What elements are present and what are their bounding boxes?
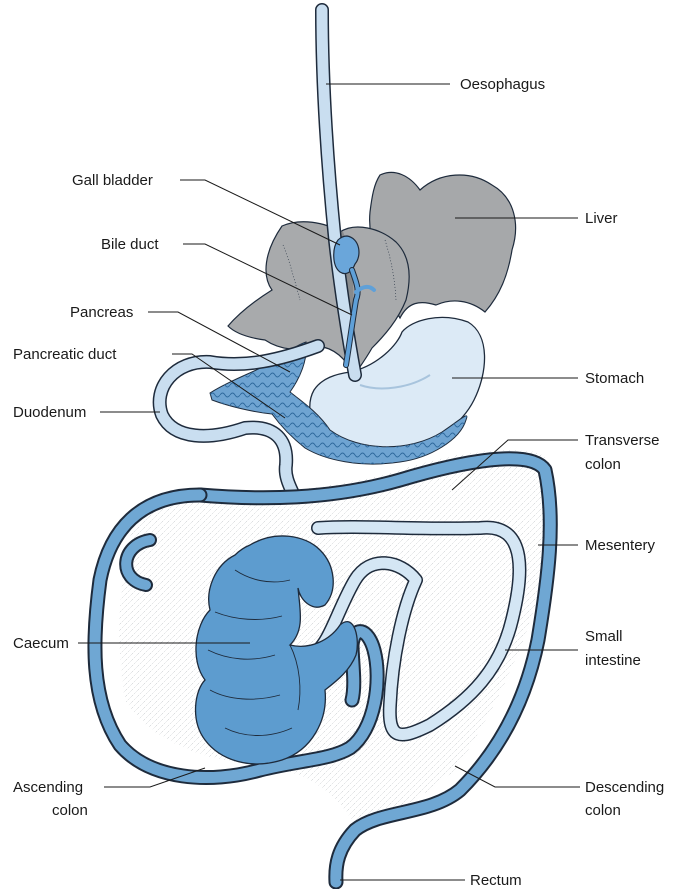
label-liver: Liver: [585, 210, 618, 227]
label-bile-duct: Bile duct: [101, 236, 159, 253]
label-duodenum: Duodenum: [13, 404, 86, 421]
label-oesophagus: Oesophagus: [460, 76, 545, 93]
label-transverse-colon-line2: colon: [585, 456, 621, 473]
label-descending-colon-line2: colon: [585, 802, 621, 819]
label-small-intestine-line2: intestine: [585, 652, 641, 669]
label-stomach: Stomach: [585, 370, 644, 387]
label-transverse-colon-line1: Transverse: [585, 432, 659, 449]
label-caecum: Caecum: [13, 635, 69, 652]
label-pancreas: Pancreas: [70, 304, 133, 321]
label-small-intestine-line1: Small: [585, 628, 623, 645]
label-pancreatic-duct: Pancreatic duct: [13, 346, 117, 363]
label-rectum: Rectum: [470, 872, 522, 889]
label-descending-colon-line1: Descending: [585, 779, 664, 796]
label-gall-bladder: Gall bladder: [72, 172, 153, 189]
label-mesentery: Mesentery: [585, 537, 656, 554]
label-ascending-colon-line1: Ascending: [13, 779, 83, 796]
label-ascending-colon-line2: colon: [52, 802, 88, 819]
